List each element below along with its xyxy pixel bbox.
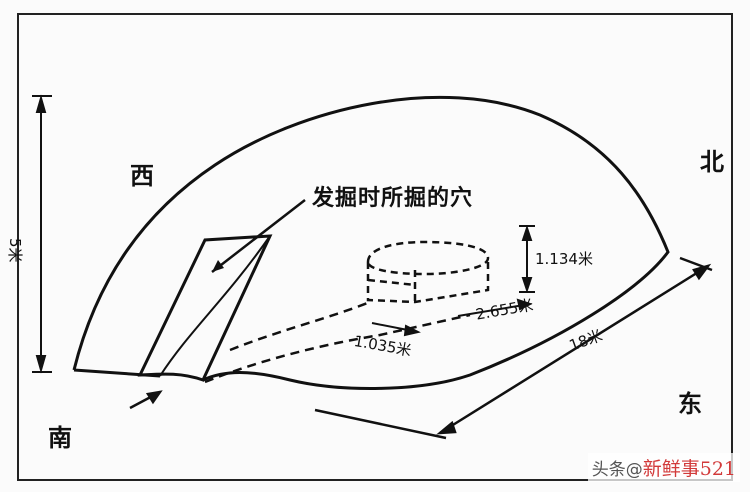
height-dimension-line — [32, 94, 52, 374]
box-height-dimension-line — [519, 224, 535, 294]
watermark-prefix: 头条@ — [591, 460, 643, 480]
label-excavation-hole: 发掘时所掘的穴 — [312, 186, 474, 211]
cut-inner-edge — [159, 235, 271, 377]
callout-leader — [211, 199, 306, 273]
tunnel-upper — [229, 300, 371, 352]
label-box-height: 1.134米 — [535, 250, 593, 268]
entry-arrow — [129, 390, 163, 410]
watermark: 头条@新鲜事521 — [587, 453, 740, 482]
tunnel-lower — [204, 313, 471, 384]
mound-outline — [72, 95, 670, 390]
watermark-brand: 新鲜事521 — [642, 458, 736, 480]
box-width-dimension-line — [371, 322, 421, 337]
label-south: 南 — [48, 424, 72, 452]
label-west: 西 — [130, 162, 154, 190]
burial-chamber — [366, 240, 490, 304]
label-east: 东 — [678, 390, 702, 418]
figure-border — [17, 13, 733, 481]
label-height: 5米 — [6, 238, 24, 263]
callout-arrowhead — [212, 260, 224, 272]
mound-length-dimension-line — [314, 256, 713, 440]
excavation-cut — [137, 234, 273, 382]
box-length-dimension-line — [457, 298, 533, 317]
label-north: 北 — [700, 148, 724, 176]
